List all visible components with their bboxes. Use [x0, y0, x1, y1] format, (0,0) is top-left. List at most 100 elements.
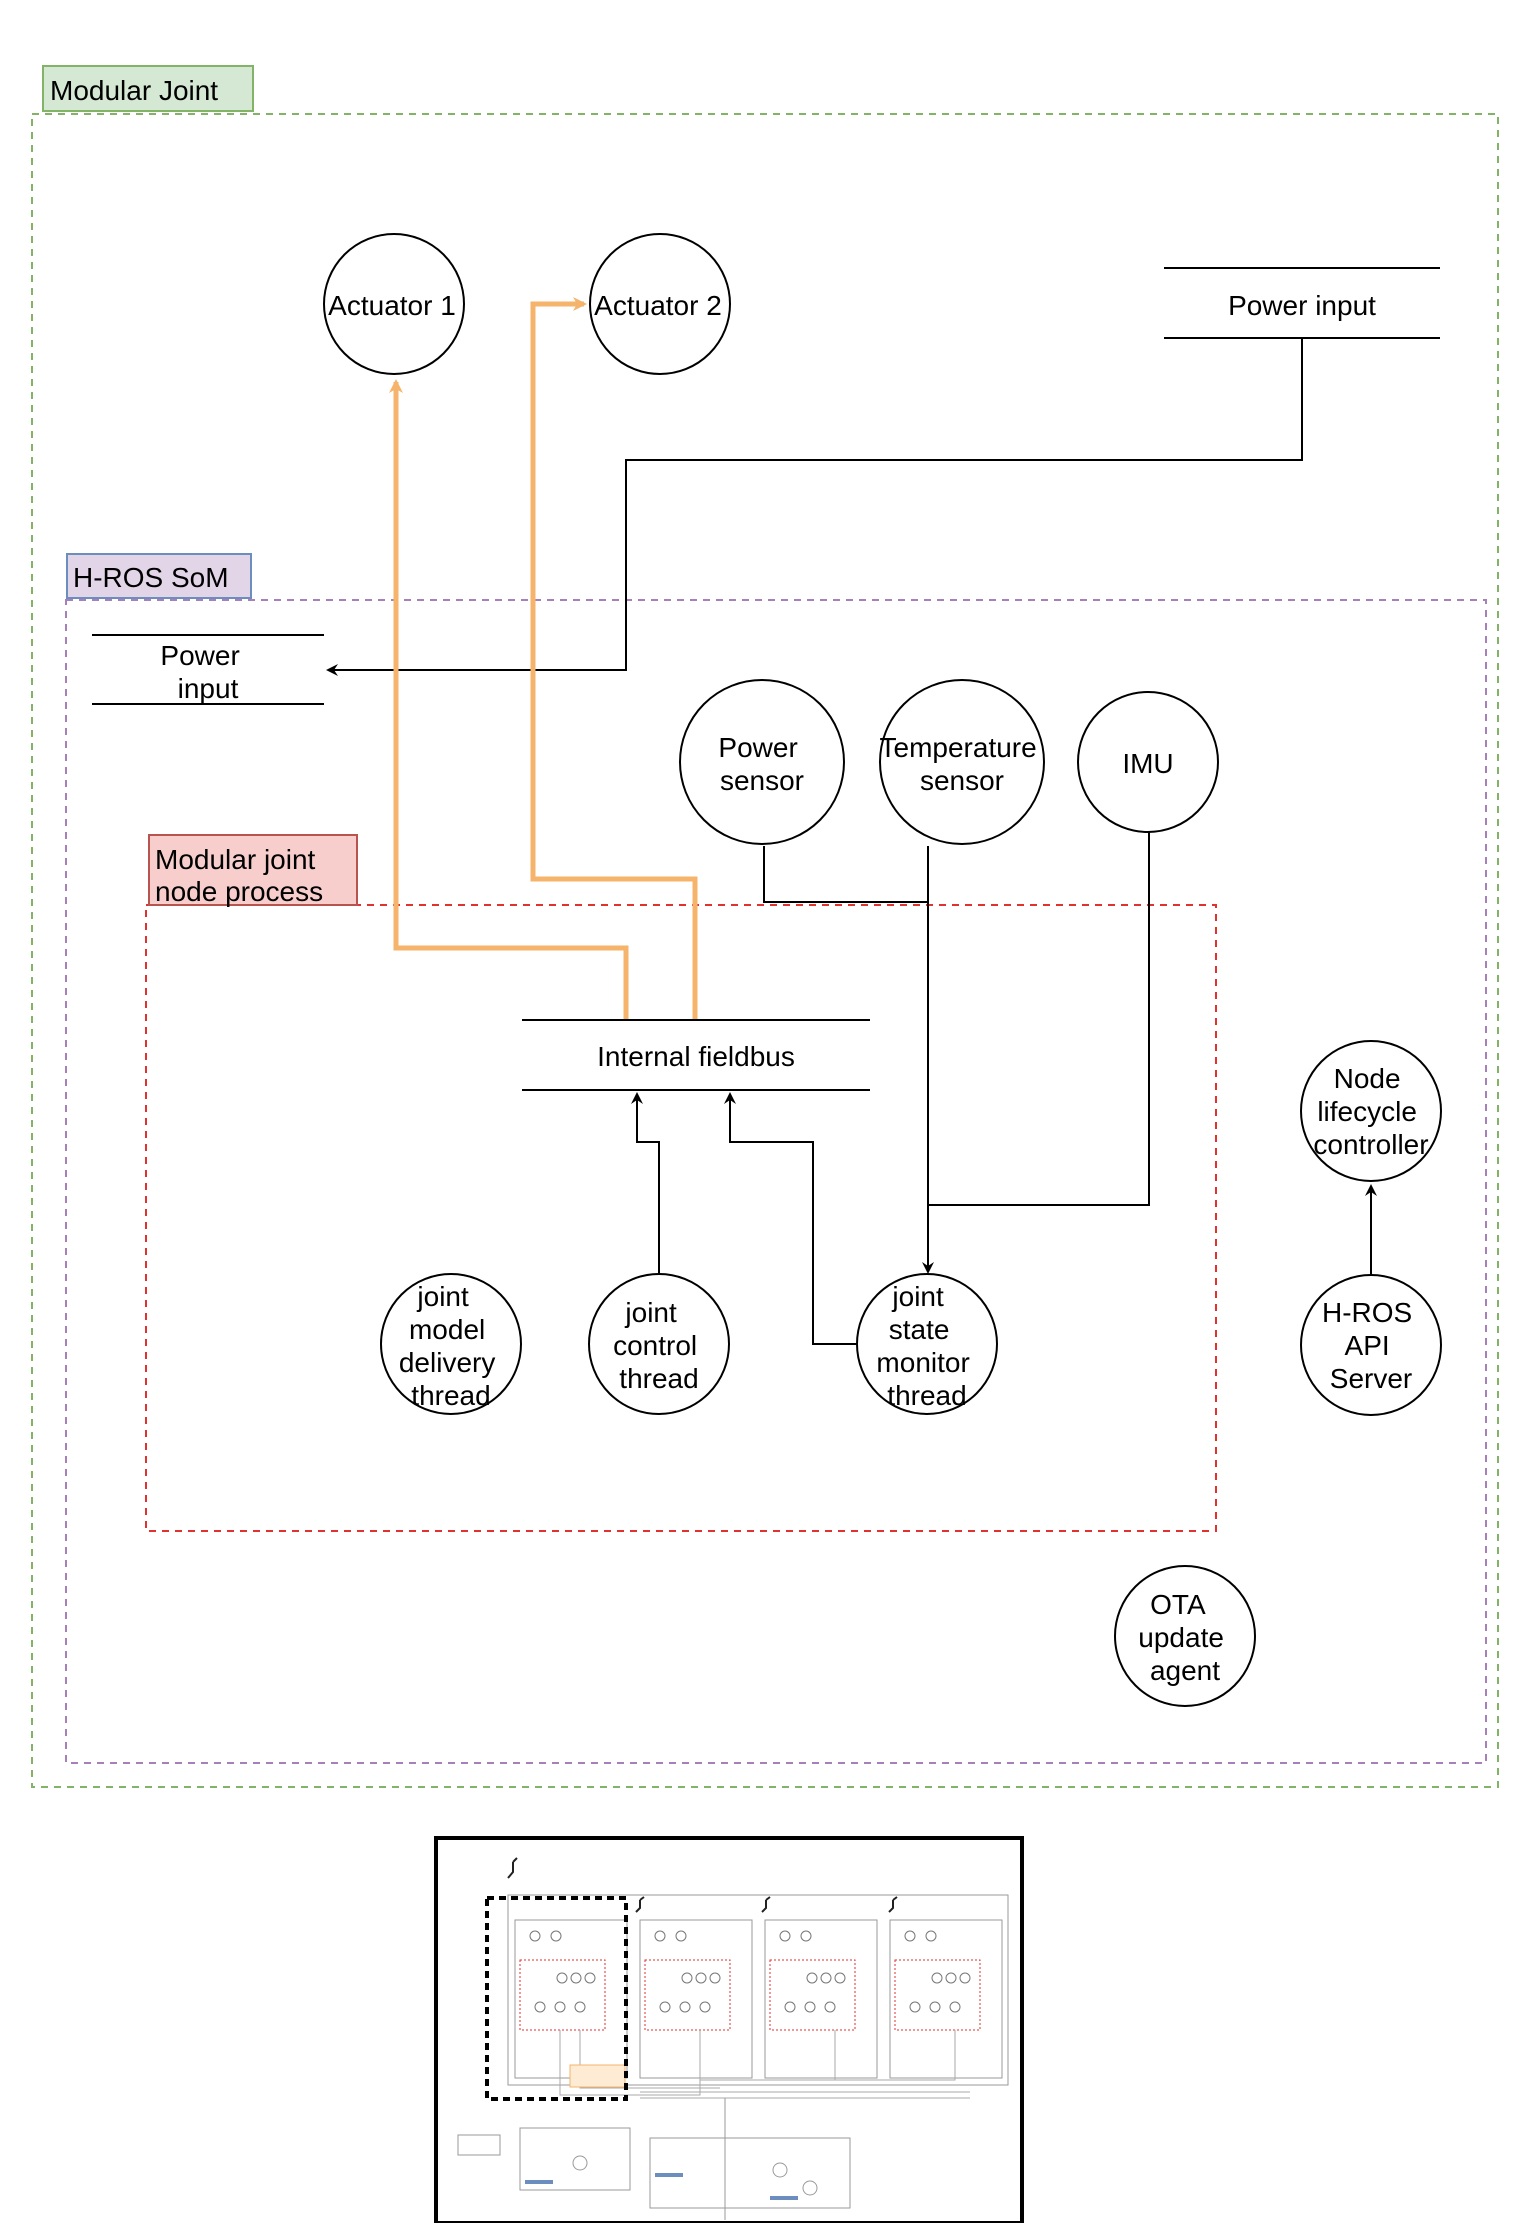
- thumbnail-lower-node: [772, 2162, 788, 2178]
- temperature-sensor-label-line: sensor: [920, 765, 1004, 796]
- power-sensor-wire: [763, 846, 928, 903]
- node-lifecycle-controller-node: [1300, 1040, 1442, 1182]
- thumbnail-node: [534, 2001, 546, 2013]
- temperature-sensor-node: [879, 679, 1045, 845]
- thumbnail-node: [584, 1972, 596, 1984]
- node-process-boundary: [145, 904, 1217, 1532]
- thumbnail-joint-column: [889, 1919, 1003, 2079]
- node-process-label: Modular joint node process: [155, 844, 323, 907]
- thumbnail-selection-box: [485, 1896, 628, 2101]
- thumbnail-bus-line: [699, 2030, 836, 2081]
- thumbnail-bus-line: [579, 2030, 720, 2089]
- hros-som-label-box: [66, 553, 252, 599]
- thread-label-line: delivery: [399, 1347, 495, 1378]
- thread-label-line: thread: [619, 1363, 698, 1394]
- thumbnail-bus-line: [830, 2030, 956, 2081]
- service-label-line: OTA: [1150, 1589, 1206, 1620]
- thumbnail-node: [959, 1972, 971, 1984]
- ota-update-agent-label: OTA update agent: [1138, 1589, 1231, 1686]
- thumbnail-node: [834, 1972, 846, 1984]
- fieldbus-to-actuator-2-link: [530, 297, 698, 1020]
- joint-model-delivery-thread-label: joint model delivery thread: [399, 1281, 503, 1411]
- imu-wire: [928, 832, 1150, 1206]
- modular-joint-label-box: [42, 65, 254, 112]
- service-label-line: H-ROS: [1322, 1297, 1412, 1328]
- power-input-top-label: Power input: [1228, 290, 1376, 321]
- thumbnail-process-box: [769, 1959, 856, 2031]
- temperature-sensor-label-line: Temperature: [880, 732, 1037, 763]
- actuator-2-node: [589, 233, 731, 375]
- power-sensor-label-line: Power: [718, 732, 797, 763]
- thumbnail-process-box: [894, 1959, 981, 2031]
- fieldbus-label: Internal fieldbus: [597, 1041, 795, 1072]
- joint-state-monitor-thread-label: joint state monitor thread: [876, 1281, 977, 1411]
- thumbnail-lower-label: [525, 2180, 553, 2184]
- overview-thumbnail: [434, 1836, 1024, 2223]
- thumbnail-process-box: [519, 1959, 606, 2031]
- thumbnail-node: [806, 1972, 818, 1984]
- thumbnail-node: [820, 1972, 832, 1984]
- thumbnail-node: [699, 2001, 711, 2013]
- thumbnail-node: [779, 1930, 791, 1942]
- thumbnail-node: [574, 2001, 586, 2013]
- thumbnail-bus-lines: [559, 2030, 970, 2099]
- thumbnail-lower-node: [802, 2180, 818, 2196]
- robot-arm-icon: [507, 1857, 518, 1879]
- thumbnail-lower-group: [457, 2098, 851, 2220]
- thumbnail-node: [570, 1972, 582, 1984]
- ota-update-agent-node: [1114, 1565, 1256, 1707]
- thumbnail-node: [554, 2001, 566, 2013]
- thumbnail-node: [931, 1972, 943, 1984]
- thread-label-line: monitor: [876, 1347, 969, 1378]
- hros-api-server-label: H-ROS API Server: [1322, 1297, 1420, 1394]
- actuator-1-node: [323, 233, 465, 375]
- thumbnail-node: [659, 2001, 671, 2013]
- thumbnail-node: [529, 1930, 541, 1942]
- service-label-line: API: [1345, 1330, 1390, 1361]
- robot-arm-icon: [507, 1857, 898, 1913]
- thumbnail-lower-box: [457, 2134, 501, 2156]
- joint-model-delivery-thread-node: [380, 1273, 522, 1415]
- joint-control-thread-node: [588, 1273, 730, 1415]
- node-process-label-box: [148, 834, 358, 906]
- thumbnail-node: [824, 2001, 836, 2013]
- power-input-som-label-line: input: [178, 673, 239, 704]
- thumbnail-node: [945, 1972, 957, 1984]
- imu-label: IMU: [1122, 748, 1173, 779]
- thumbnail-node: [695, 1972, 707, 1984]
- actuator-1-label: Actuator 1: [328, 290, 456, 321]
- thumbnail-lower-node: [572, 2155, 588, 2171]
- thread-label-line: joint: [624, 1297, 677, 1328]
- robot-arm-icon: [761, 1896, 771, 1913]
- thread-label-line: thread: [887, 1380, 966, 1411]
- thread-label-line: state: [889, 1314, 950, 1345]
- thread-label-line: thread: [411, 1380, 490, 1411]
- thumbnail-node: [550, 1930, 562, 1942]
- thumbnail-lower-box: [519, 2127, 631, 2191]
- thumbnail-node: [804, 2001, 816, 2013]
- power-input-som-label: Power input: [160, 640, 247, 704]
- robot-arm-icon: [888, 1896, 898, 1913]
- modular-joint-label: Modular Joint: [50, 75, 218, 106]
- service-label-line: lifecycle: [1317, 1096, 1417, 1127]
- thumbnail-node: [800, 1930, 812, 1942]
- service-label-line: update: [1138, 1622, 1224, 1653]
- thread-label-line: joint: [416, 1281, 469, 1312]
- thumbnail-node: [675, 1930, 687, 1942]
- node-process-label-line: Modular joint: [155, 844, 316, 875]
- thread-label-line: model: [409, 1314, 485, 1345]
- thumbnail-orange-block: [569, 2064, 626, 2088]
- fieldbus-to-actuator-1-link: [389, 379, 629, 1020]
- thread-label-line: control: [613, 1330, 697, 1361]
- control-thread-to-fieldbus-wire: [631, 1092, 660, 1273]
- power-sensor-label: Power sensor: [718, 732, 805, 796]
- thumbnail-node: [556, 1972, 568, 1984]
- temperature-sensor-label: Temperature sensor: [880, 732, 1045, 796]
- thumbnail-node: [929, 2001, 941, 2013]
- service-label-line: controller: [1313, 1129, 1428, 1160]
- thumbnail-outer: [507, 1894, 1009, 2086]
- thumbnail-node: [654, 1930, 666, 1942]
- power-sensor-label-line: sensor: [720, 765, 804, 796]
- power-wire: [326, 338, 1303, 676]
